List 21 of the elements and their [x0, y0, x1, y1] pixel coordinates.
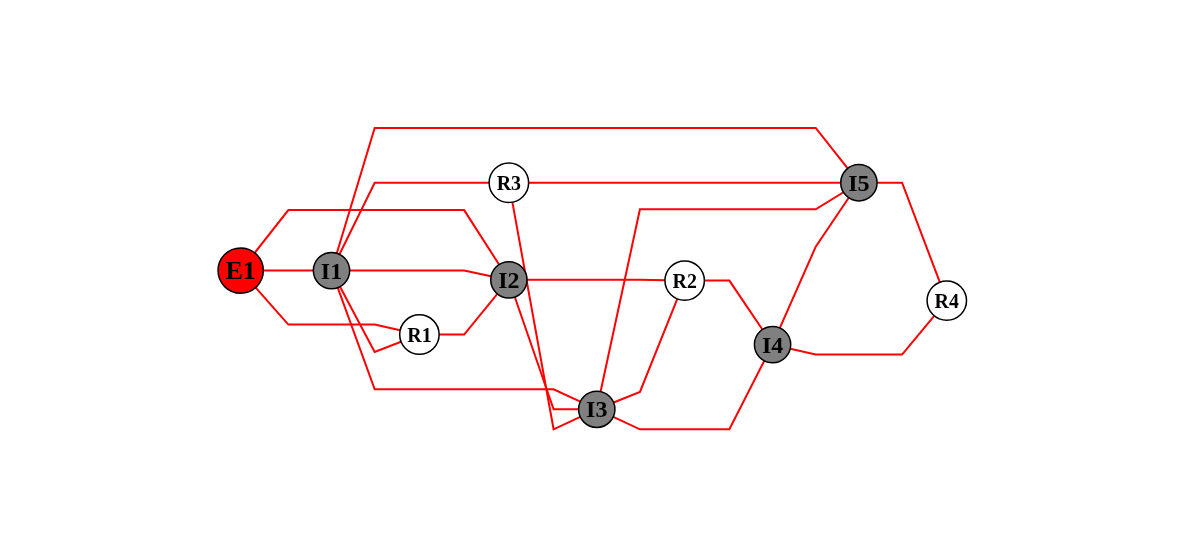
connector — [599, 191, 845, 393]
node-circle: R1 — [398, 313, 440, 355]
node-circle: R2 — [663, 260, 705, 301]
node-circle: I1 — [312, 251, 351, 290]
connector — [253, 208, 500, 266]
connector — [778, 196, 850, 329]
node-circle: E1 — [217, 247, 264, 294]
connector — [612, 297, 679, 404]
connector — [612, 359, 766, 431]
connector — [338, 285, 402, 354]
connector — [789, 314, 935, 356]
node-circle: R4 — [926, 280, 967, 321]
node-circle: R3 — [488, 162, 530, 204]
node-circle: I3 — [577, 390, 616, 429]
connector — [511, 201, 581, 431]
connector — [254, 286, 401, 332]
connector — [336, 286, 581, 403]
node-circle: I4 — [753, 325, 792, 364]
node-circle: I5 — [839, 163, 878, 202]
node-circle: I2 — [489, 260, 528, 299]
connector — [335, 126, 849, 255]
